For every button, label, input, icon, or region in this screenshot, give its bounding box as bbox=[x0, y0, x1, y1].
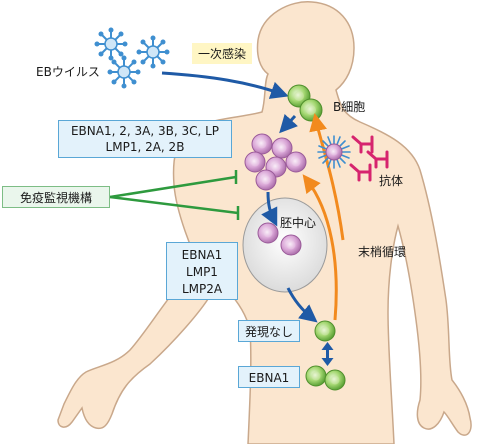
virus-coated-cell bbox=[317, 135, 351, 169]
infection-spread-arrow bbox=[279, 113, 298, 134]
immune-surveillance-box: 免疫監視機構 bbox=[2, 186, 110, 208]
virus-icon-2 bbox=[136, 35, 170, 69]
antibody-label: 抗体 bbox=[379, 174, 404, 188]
infected-cell-cluster bbox=[244, 133, 307, 191]
germinal-gene-line-2: LMP1 bbox=[186, 264, 218, 279]
ebna1-box: EBNA1 bbox=[238, 366, 300, 388]
virus-label: EBウイルス bbox=[36, 65, 100, 79]
memory-exit-arrow bbox=[286, 287, 318, 323]
virus-icon-3 bbox=[107, 55, 141, 89]
germinal-center-label: 胚中心 bbox=[280, 216, 317, 230]
peripheral-circulation-label: 末梢循環 bbox=[358, 245, 407, 259]
antibody-icon-2 bbox=[366, 150, 389, 169]
germinal-gene-line-3: LMP2A bbox=[181, 281, 223, 296]
immune-surveillance-lines bbox=[109, 170, 240, 220]
lytic-gene-box: EBNA1, 2, 3A, 3B, 3C, LP LMP1, 2A, 2B bbox=[58, 120, 232, 158]
germinal-cell-2 bbox=[280, 234, 302, 256]
germinal-gene-box: EBNA1 LMP1 LMP2A bbox=[166, 242, 238, 300]
no-expression-box: 発現なし bbox=[238, 320, 300, 342]
memory-cell-ebna1-2 bbox=[324, 369, 346, 391]
no-expression-label: 発現なし bbox=[244, 325, 293, 339]
germinal-gene-line-1: EBNA1 bbox=[181, 248, 223, 262]
lytic-gene-line-1: EBNA1, 2, 3A, 3B, 3C, LP bbox=[70, 124, 220, 138]
antibody-icon-3 bbox=[349, 163, 372, 182]
lytic-gene-line-2: LMP1, 2A, 2B bbox=[105, 139, 185, 154]
memory-cell-ebna1-1 bbox=[305, 365, 327, 387]
germinal-cell-1 bbox=[257, 222, 279, 244]
primary-infection-arrow bbox=[161, 71, 289, 99]
b-cell-label: B細胞 bbox=[333, 100, 366, 114]
primary-infection-label: 一次感染 bbox=[192, 43, 253, 64]
virus-icon-1 bbox=[94, 27, 128, 61]
germinal-entry-arrow bbox=[261, 191, 278, 227]
immune-surveillance-label: 免疫監視機構 bbox=[19, 191, 92, 205]
antibody-icon-1 bbox=[351, 135, 374, 154]
peripheral-circulation-arrow bbox=[302, 174, 338, 321]
state-switch-arrow bbox=[321, 342, 334, 366]
memory-cell-no-expression bbox=[314, 320, 336, 342]
ebna1-label: EBNA1 bbox=[248, 371, 290, 385]
b-cell-icon-2 bbox=[299, 98, 323, 122]
